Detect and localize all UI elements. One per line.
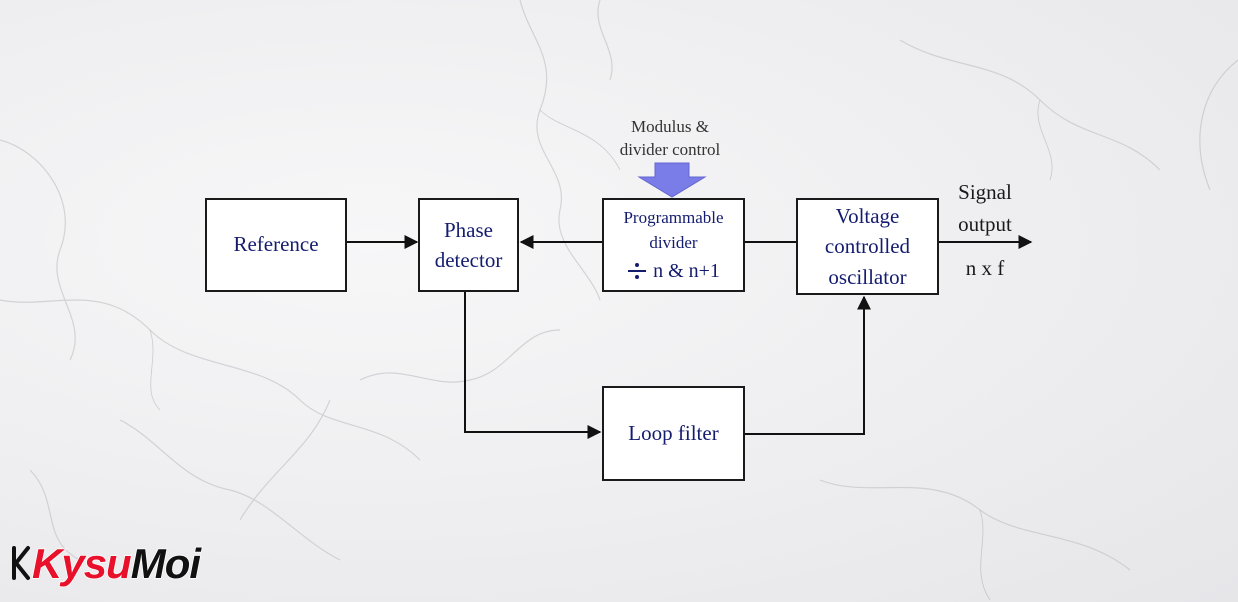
vco-label-line1: Voltage <box>835 203 900 228</box>
loop-filter-block: Loop filter <box>602 386 745 481</box>
phase-detector-label-line1: Phase <box>444 217 493 242</box>
modulus-control-line2: divider control <box>619 139 721 159</box>
kysumoi-logo: KysuMoi <box>12 539 204 588</box>
logo-text-left: Kysu <box>32 540 131 587</box>
modulus-control-line1: Modulus & <box>631 117 709 136</box>
phase-detector-block: Phase detector <box>418 198 519 292</box>
reference-block: Reference <box>205 198 347 292</box>
programmable-divider-label-line1: Programmable <box>623 207 724 227</box>
phase-detector-label-line2: detector <box>434 248 503 272</box>
vco-label-line3: oscillator <box>828 264 907 289</box>
svg-text:KysuMoi: KysuMoi <box>32 540 202 587</box>
loop-filter-label: Loop filter <box>628 420 719 445</box>
division-sign-icon <box>627 261 647 281</box>
output-frequency-label: n x f <box>965 256 1005 280</box>
down-arrow-icon <box>637 162 707 198</box>
programmable-divider-block: Programmable divider n & n+1 <box>602 198 745 292</box>
signal-output-line2: output <box>958 211 1012 236</box>
vco-label-line2: controlled <box>824 234 911 259</box>
signal-output-label: Signal output <box>940 177 1030 240</box>
divide-ratio-value: n & n+1 <box>653 259 720 282</box>
loopfilter-to-vco-arrow <box>745 295 871 435</box>
logo-text-right: Moi <box>131 540 203 587</box>
modulus-control-label: Modulus & divider control <box>595 116 745 162</box>
divide-ratio: n & n+1 <box>627 256 720 286</box>
reference-label: Reference <box>233 232 319 257</box>
phase-to-loopfilter-arrow <box>464 292 602 439</box>
programmable-divider-label-line2: divider <box>649 233 698 252</box>
vco-block: Voltage controlled oscillator <box>796 198 939 295</box>
signal-output-line1: Signal <box>958 180 1012 204</box>
